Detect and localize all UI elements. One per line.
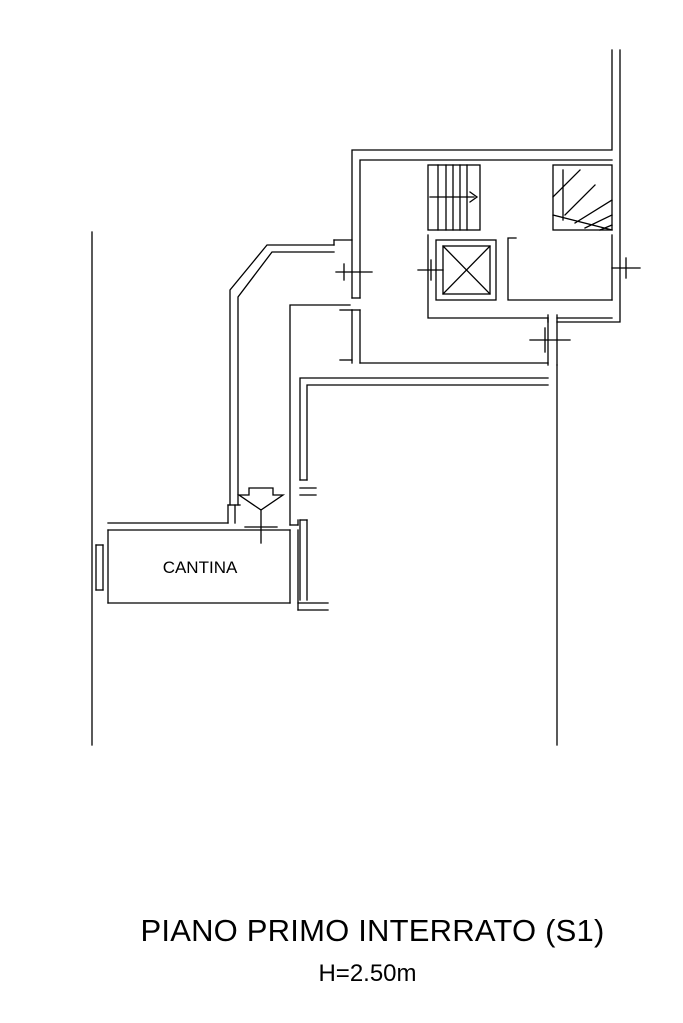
elevator-cross-icon: [435, 239, 497, 301]
main-room-walls: [299, 377, 549, 601]
left-boundary-wall: [91, 231, 104, 746]
right-boundary-wall: [547, 314, 558, 746]
door-markers: [244, 257, 641, 544]
cantina-room: [107, 504, 329, 611]
height-note: H=2.50m: [318, 960, 417, 987]
corridor-walls: [227, 244, 351, 526]
plan-title: PIANO PRIMO INTERRATO (S1): [140, 913, 605, 948]
room-label-cantina: CANTINA: [163, 558, 238, 577]
stair-core-walls: [333, 49, 621, 364]
stairs-icon: [427, 164, 613, 231]
arrow-down-icon: [236, 487, 286, 511]
